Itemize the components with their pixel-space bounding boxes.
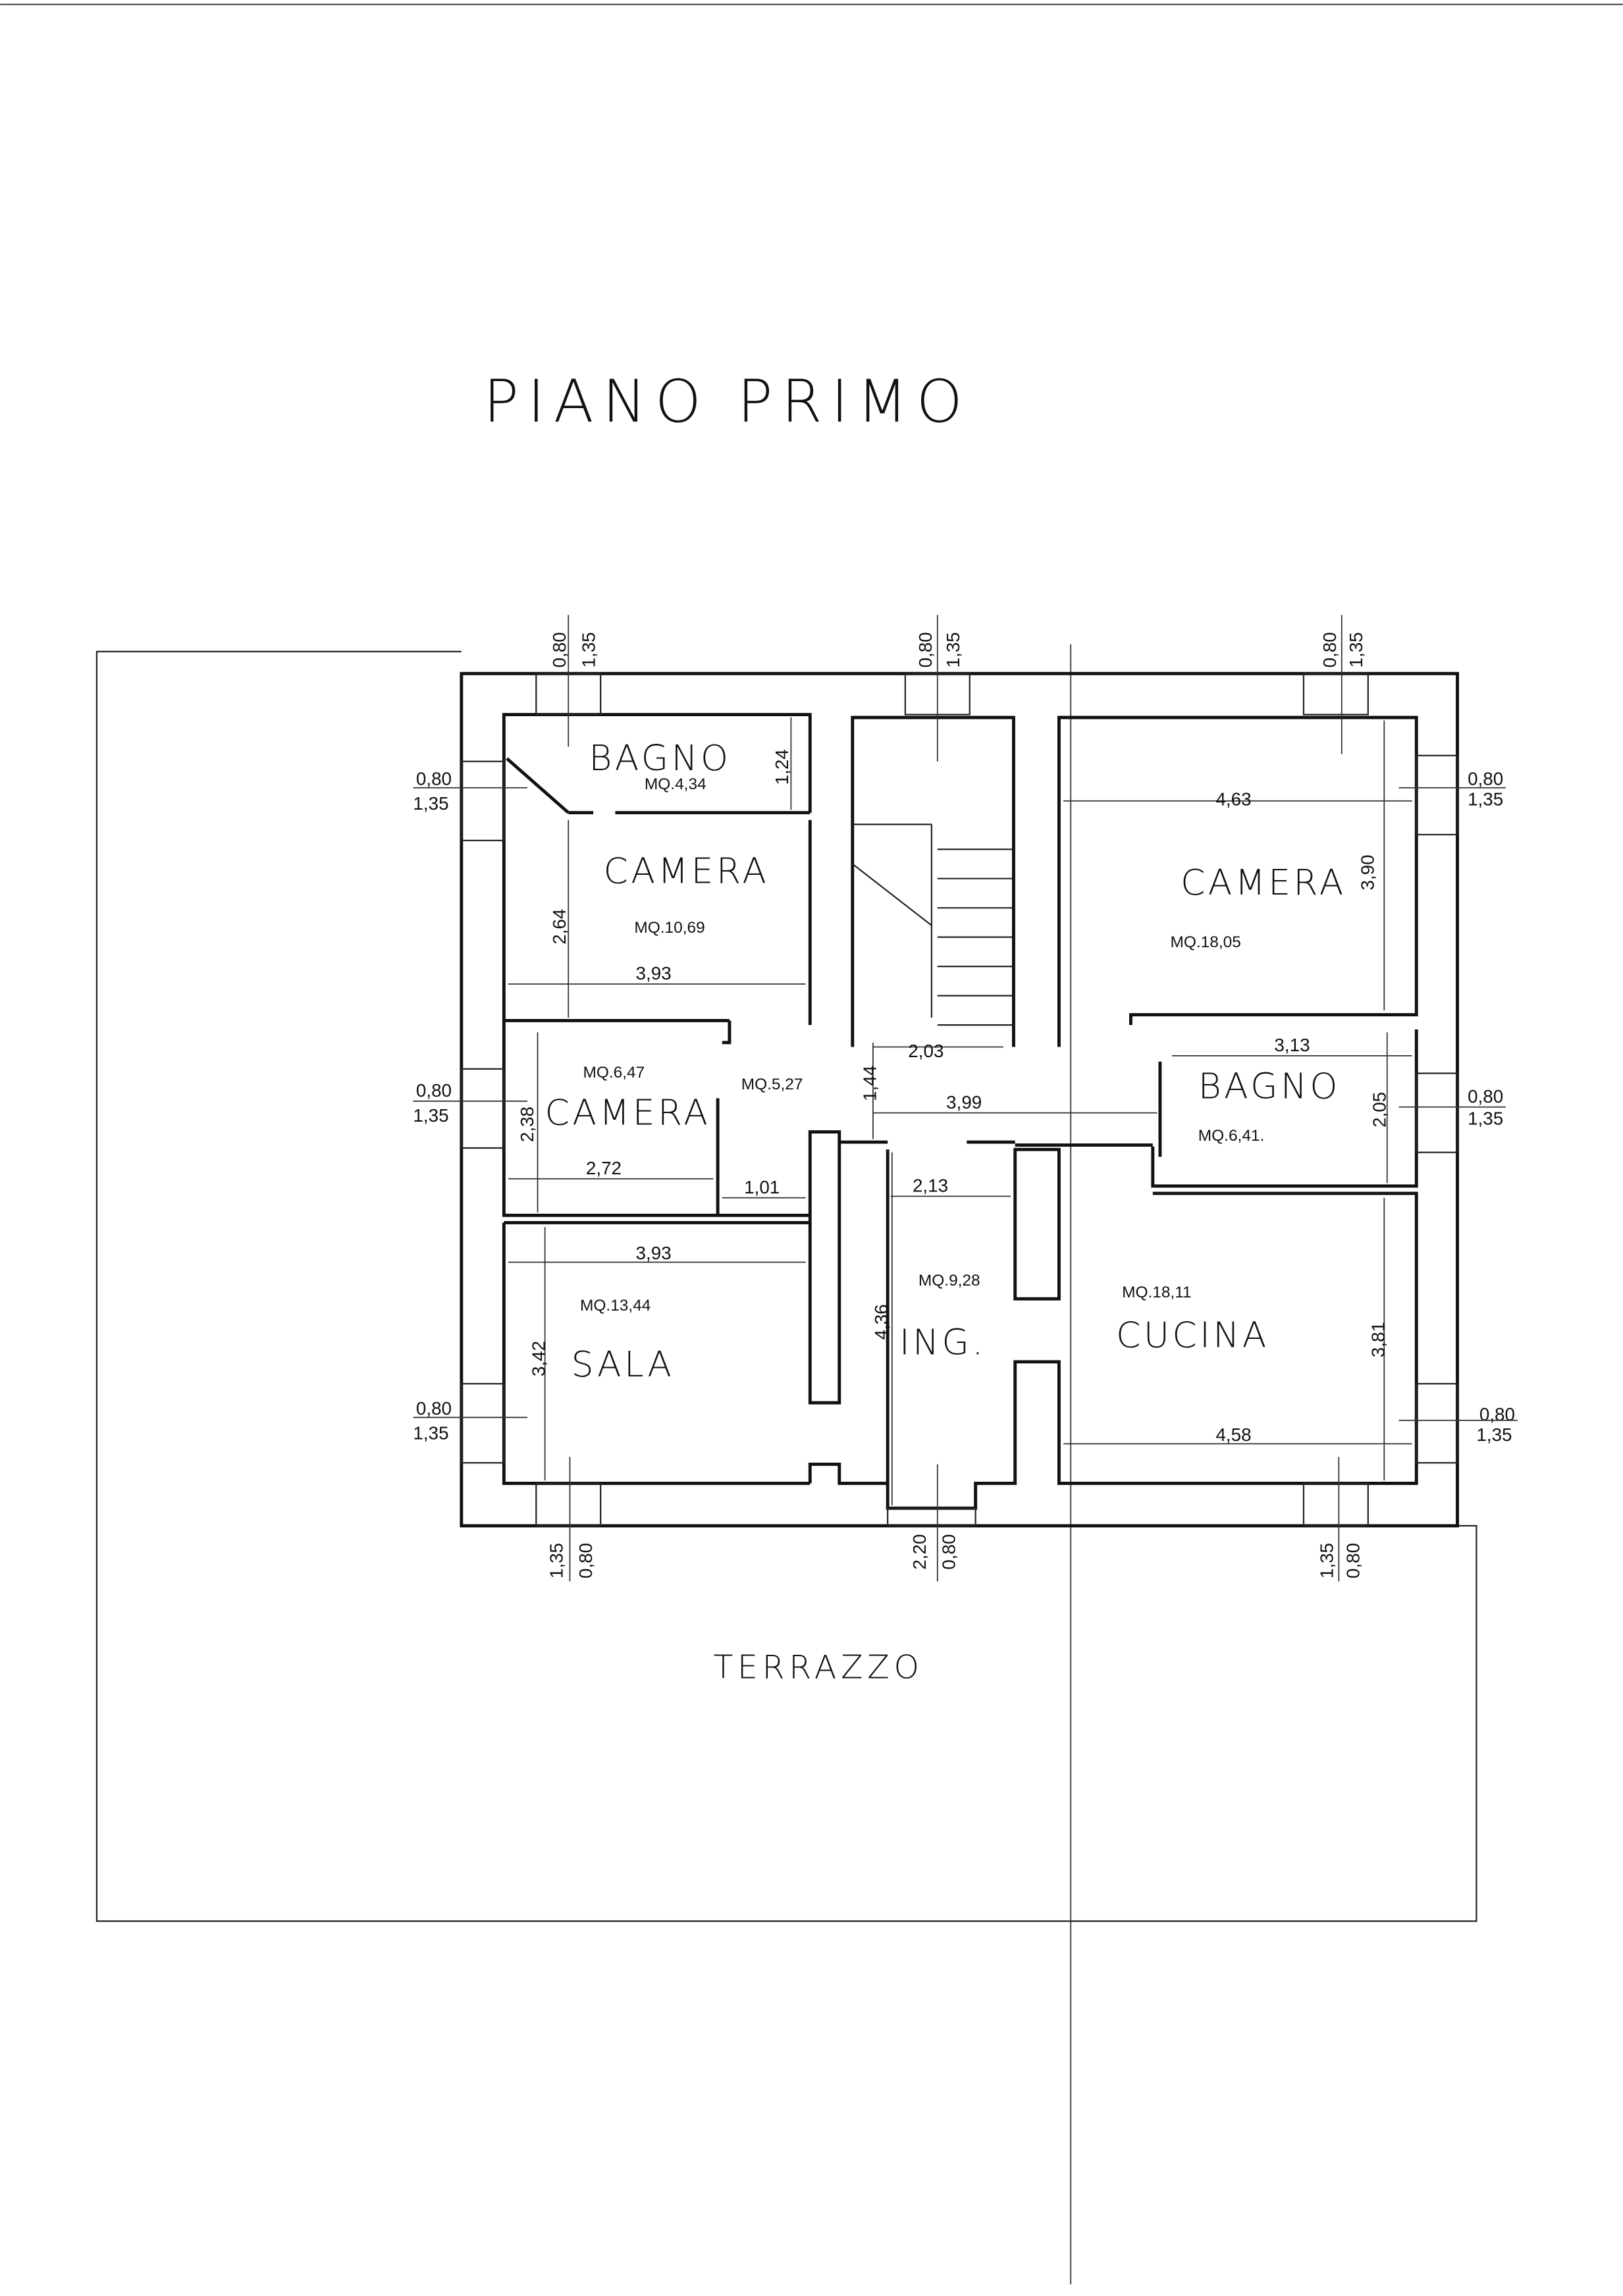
window-label-h: 1,35: [1346, 632, 1366, 667]
dim-label: 3,90: [1358, 854, 1378, 890]
window-label-w: 0,80: [1479, 1404, 1515, 1424]
terrace-outline: [95, 650, 1477, 1922]
dim-label: 2,13: [913, 1176, 948, 1196]
dim-label: 3,93: [636, 963, 672, 983]
room-name-sala: SALA: [572, 1344, 675, 1385]
dim-label: 3,81: [1368, 1322, 1388, 1357]
dim-label: 3,42: [529, 1341, 549, 1376]
dim-label: 1,24: [772, 749, 792, 785]
window-labels: 0,80 1,35 0,80 1,35 0,80 1,35 0,80 1,35 …: [413, 632, 1515, 1578]
dim-label: 2,64: [549, 909, 570, 945]
dim-label: 4,58: [1215, 1424, 1251, 1445]
window-label-h: 1,35: [413, 1423, 448, 1444]
window-label-h: 1,35: [1468, 1108, 1503, 1128]
dim-label: 3,93: [636, 1243, 672, 1263]
room-labels: BAGNO MQ.4,34 CAMERA MQ.10,69 CAMERA MQ.…: [545, 737, 1346, 1385]
room-area: MQ.4,34: [645, 775, 706, 793]
window-label-h: 1,35: [1468, 789, 1503, 809]
window-label-h: 1,35: [1316, 1543, 1337, 1578]
room-area: MQ.18,11: [1122, 1284, 1192, 1301]
window-label-w: 0,80: [416, 1398, 452, 1419]
window-label-w: 0,80: [1319, 632, 1340, 667]
room-area: MQ.5,27: [741, 1076, 803, 1093]
window-label-w: 0,80: [939, 1534, 959, 1570]
window-label-w: 0,80: [549, 632, 570, 667]
plan-title: PIANO PRIMO: [483, 367, 971, 436]
room-area: MQ.6,41.: [1198, 1127, 1265, 1145]
window-label-w: 0,80: [575, 1543, 596, 1578]
terrace-label: TERRAZZO: [713, 1648, 923, 1686]
dim-label: 3,13: [1274, 1035, 1310, 1055]
dim-label: 1,01: [744, 1177, 780, 1197]
room-area: MQ.18,05: [1171, 933, 1241, 951]
dim-label: 2,05: [1370, 1092, 1390, 1128]
room-name-camera: CAMERA: [604, 850, 770, 891]
window-label-w: 0,80: [416, 768, 452, 789]
room-name-ing: ING.: [899, 1322, 986, 1363]
room-area: MQ.10,69: [634, 919, 705, 937]
room-area: MQ.13,44: [580, 1297, 651, 1315]
room-area: MQ.6,47: [583, 1064, 645, 1082]
dim-label: 2,72: [586, 1158, 622, 1178]
window-label-h: 1,35: [546, 1543, 566, 1578]
window-label-w: 0,80: [915, 632, 936, 667]
room-name-camera: CAMERA: [1181, 862, 1346, 903]
window-label-w: 0,80: [1468, 768, 1503, 789]
window-label-w: 0,80: [1468, 1086, 1503, 1107]
window-label-w: 0,80: [416, 1080, 452, 1101]
door-label-h: 2,20: [909, 1534, 930, 1570]
dim-label: 2,03: [908, 1041, 944, 1061]
room-name-bagno: BAGNO: [1198, 1065, 1341, 1107]
dim-label: 4,36: [871, 1304, 891, 1340]
dimension-labels: 1,24 2,64 3,93 4,63 3,90 2,03 1,44 3,99 …: [517, 749, 1390, 1445]
dim-label: 2,38: [517, 1107, 537, 1142]
room-name-bagno: BAGNO: [589, 737, 731, 779]
window-label-h: 1,35: [943, 632, 963, 667]
window-label-h: 1,35: [413, 1105, 448, 1126]
dim-label: 3,99: [946, 1092, 982, 1112]
staircase: [852, 823, 1014, 1026]
room-area: MQ.9,28: [918, 1272, 980, 1290]
window-label-h: 1,35: [1476, 1424, 1512, 1445]
dim-label: 1,44: [859, 1066, 880, 1101]
dim-label: 4,63: [1215, 789, 1251, 809]
dimension-lines: [413, 615, 1518, 1582]
window-label-h: 1,35: [413, 793, 448, 814]
window-label-h: 1,35: [578, 632, 599, 667]
window-label-w: 0,80: [1343, 1543, 1363, 1578]
room-name-camera: CAMERA: [545, 1091, 711, 1133]
room-name-cucina: CUCINA: [1116, 1315, 1269, 1356]
